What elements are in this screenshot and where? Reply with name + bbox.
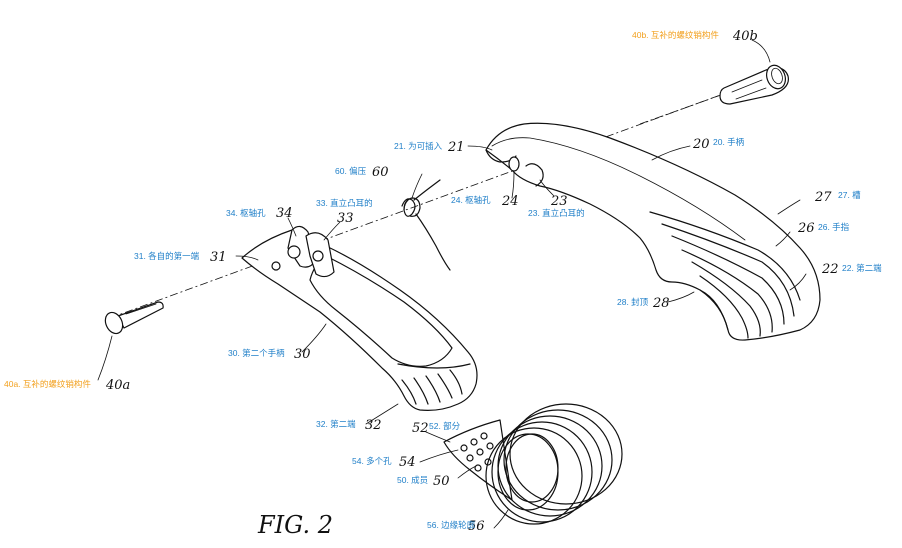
callout-label-22: 22. 第二端 — [842, 263, 882, 273]
callout-label-52: 52. 部分 — [429, 421, 461, 431]
callout-label-40a: 40a. 互补的螺纹销构件 — [4, 379, 91, 389]
ref-num-30: 30 — [294, 347, 311, 362]
ref-num-21: 21 — [447, 140, 465, 155]
callout-label-27: 27. 槽 — [838, 190, 861, 200]
leader-lines — [97, 39, 807, 529]
callout-label-34: 34. 枢轴孔 — [226, 208, 266, 218]
ref-num-60: 60 — [372, 165, 389, 180]
pivot-hole-24 — [508, 156, 520, 172]
callout-label-24: 24. 枢轴孔 — [451, 195, 491, 205]
callout-label-33: 33. 直立凸耳的 — [316, 198, 373, 208]
ref-num-33: 33 — [337, 211, 354, 226]
ref-num-28: 28 — [652, 296, 670, 311]
pin-axis-line-upper — [639, 90, 733, 125]
callout-label-28: 28. 封顶 — [617, 297, 649, 307]
callout-label-50: 50. 成员 — [397, 475, 429, 485]
callout-label-60: 60. 偏压 — [335, 166, 367, 176]
pin-axis-line — [109, 92, 727, 319]
bias-spring-60 — [401, 179, 451, 271]
callout-label-40b: 40b. 互补的螺纹销构件 — [632, 30, 719, 40]
ref-num-54: 54 — [399, 455, 416, 470]
ref-num-31: 31 — [210, 250, 227, 265]
callout-label-30: 30. 第二个手柄 — [228, 348, 285, 358]
callout-label-20: 20. 手柄 — [713, 137, 745, 147]
hole — [486, 442, 494, 450]
callout-label-56: 56. 边缘轮廓 — [427, 520, 476, 530]
callout-label-54: 54. 多个孔 — [352, 456, 392, 466]
ref-num-20: 20 — [692, 137, 710, 152]
hole — [470, 438, 478, 446]
callout-label-31: 31. 各自的第一端 — [134, 251, 200, 261]
pin-member-40b — [719, 64, 790, 105]
second-handle-30 — [241, 225, 478, 411]
ref-num-56: 56 — [468, 519, 485, 534]
figure-caption: FIG. 2 — [257, 511, 333, 539]
callout-label-26: 26. 手指 — [818, 222, 850, 232]
ref-num-22: 22 — [821, 262, 839, 277]
handle-20 — [485, 122, 821, 341]
hole — [474, 464, 482, 472]
ref-num-34: 34 — [276, 206, 293, 221]
ref-num-40a: 40a — [105, 378, 130, 393]
edge-profile-56 — [485, 403, 623, 525]
ref-num-24: 24 — [501, 194, 519, 209]
ref-num-23: 23 — [550, 194, 568, 209]
callout-label-32: 32. 第二端 — [316, 419, 356, 429]
ref-num-26: 26 — [797, 221, 815, 236]
finger-grooves-27 — [649, 211, 801, 339]
hole — [476, 448, 484, 456]
ref-num-32: 32 — [365, 418, 382, 433]
ref-num-50: 50 — [433, 474, 450, 489]
pivot-hole-34 — [287, 245, 301, 259]
ref-num-40b: 40b — [732, 29, 758, 44]
callout-label-23: 23. 直立凸耳的 — [528, 208, 585, 218]
member-50 — [443, 403, 623, 525]
hole — [480, 432, 488, 440]
pin-member-40a — [104, 301, 164, 335]
ref-num-52: 52 — [412, 421, 429, 436]
hole — [466, 454, 474, 462]
hole — [460, 444, 468, 452]
portion-52 — [443, 419, 513, 501]
callout-label-21: 21. 为可插入 — [394, 141, 443, 151]
ref-num-27: 27 — [814, 190, 832, 205]
